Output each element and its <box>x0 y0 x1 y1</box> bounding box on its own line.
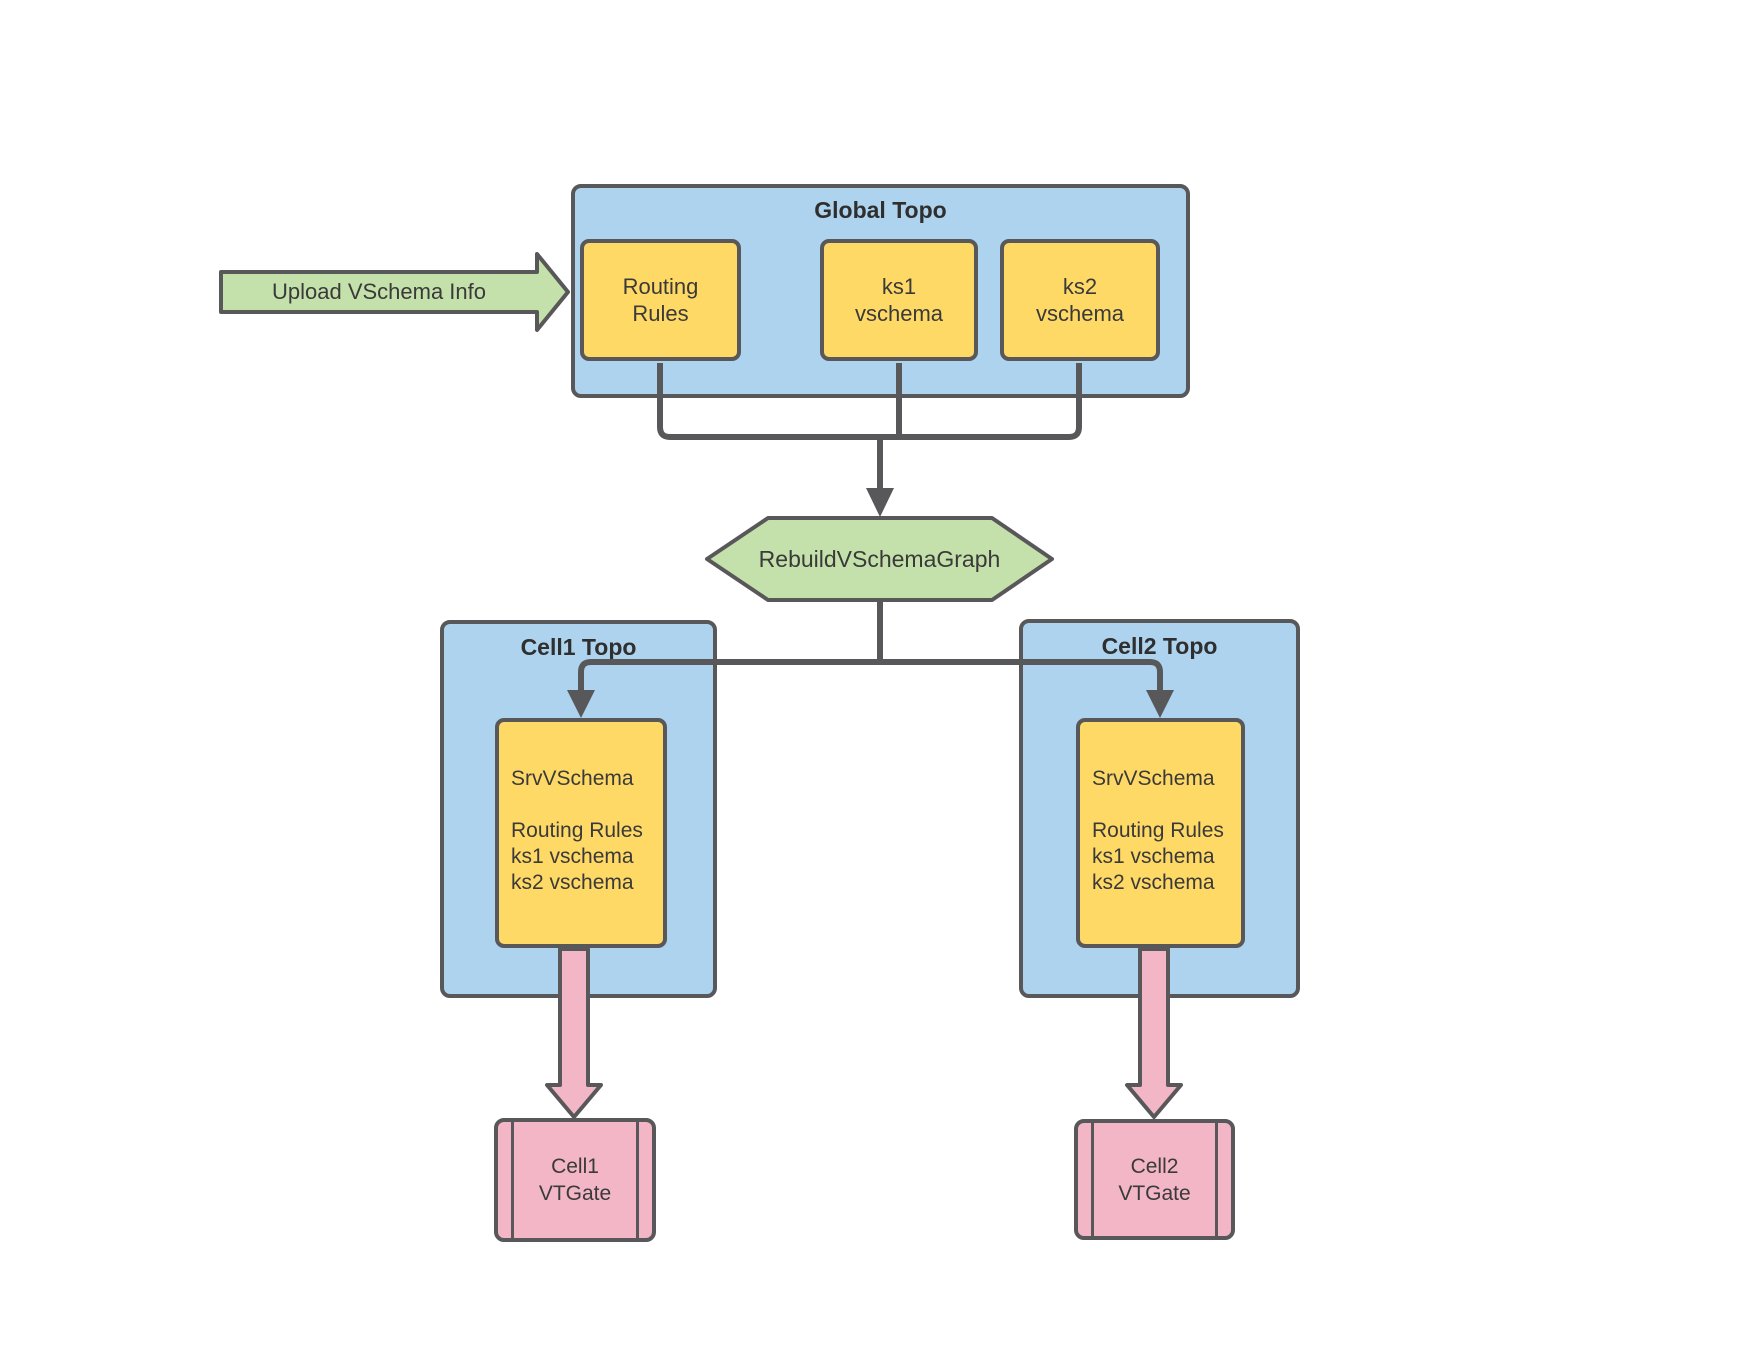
node-ks2-vschema-label: ks2 vschema <box>1035 274 1125 326</box>
cell2-vtgate-label: Cell2 VTGate <box>1118 1154 1191 1205</box>
node-ks1-vschema-label: ks1 vschema <box>854 274 944 326</box>
cell2-srvvschema-box: SrvVSchema Routing Rules ks1 vschema ks2… <box>1076 718 1245 948</box>
cell1-topo-title: Cell1 Topo <box>520 634 637 660</box>
rebuild-vschemagraph-hexagon <box>705 516 1054 602</box>
cell2-vtgate-side-line-right <box>1215 1123 1218 1236</box>
cell1-srvvschema-box: SrvVSchema Routing Rules ks1 vschema ks2… <box>495 718 667 948</box>
global-topo-title: Global Topo <box>814 197 947 223</box>
cell2-vtgate-box: Cell2 VTGate <box>1074 1119 1235 1240</box>
upload-vschema-arrow <box>219 252 570 332</box>
node-routing-rules: Routing Rules <box>580 239 741 361</box>
rebuild-vschemagraph-label: RebuildVSchemaGraph <box>758 545 1001 572</box>
node-ks1-vschema: ks1 vschema <box>820 239 978 361</box>
cell1-vtgate-side-line-left <box>511 1122 514 1238</box>
upload-vschema-arrow-label: Upload VSchema Info <box>271 279 487 304</box>
cell1-vtgate-side-line-right <box>636 1122 639 1238</box>
node-routing-rules-label: Routing Rules <box>622 274 699 326</box>
cell1-srvvschema-text: SrvVSchema Routing Rules ks1 vschema ks2… <box>511 767 643 894</box>
node-ks2-vschema: ks2 vschema <box>1000 239 1160 361</box>
cell1-vtgate-box: Cell1 VTGate <box>494 1118 656 1242</box>
cell2-srvvschema-text: SrvVSchema Routing Rules ks1 vschema ks2… <box>1092 767 1224 894</box>
cell2-topo-title: Cell2 Topo <box>1101 633 1218 659</box>
cell1-vtgate-label: Cell1 VTGate <box>538 1155 612 1205</box>
arrowhead-rebuild-icon <box>866 488 894 517</box>
cell2-vtgate-side-line-left <box>1091 1123 1094 1236</box>
